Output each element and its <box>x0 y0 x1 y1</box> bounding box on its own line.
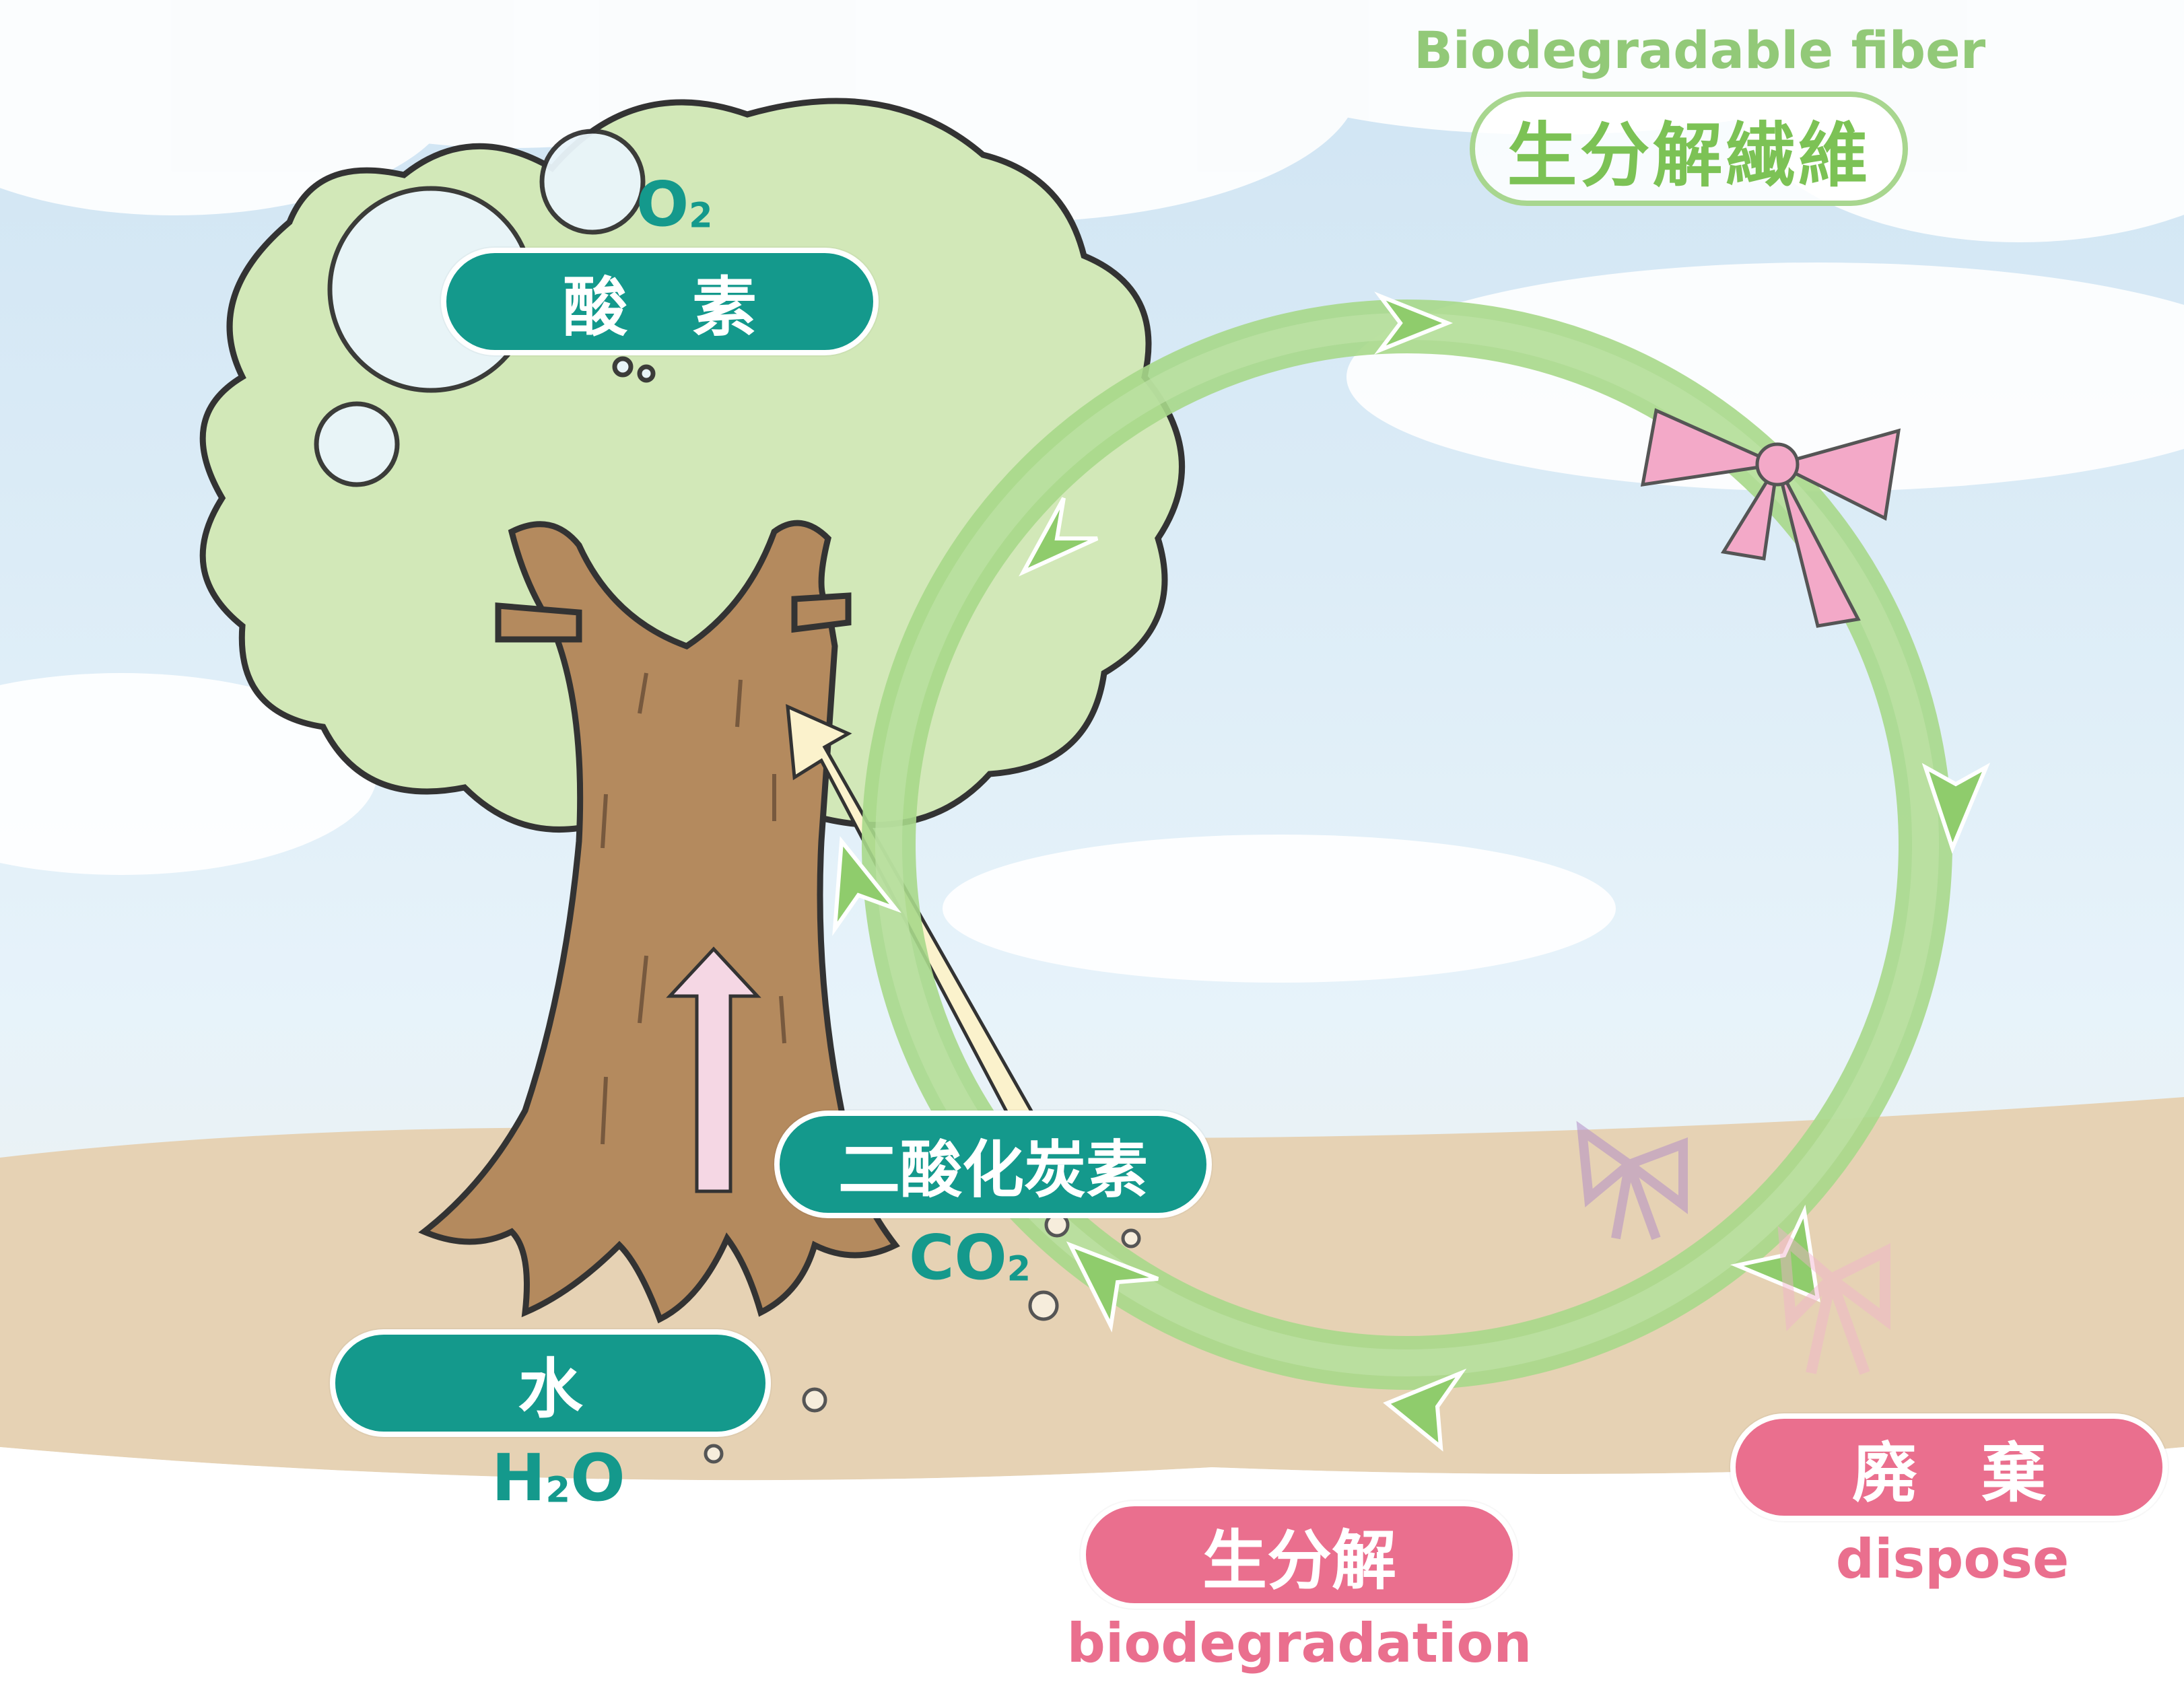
dispose-label: 廃 棄 <box>1730 1413 2168 1521</box>
co2-formula-sub: 2 <box>1006 1249 1031 1289</box>
water-uptake-arrow <box>666 946 761 1193</box>
co2-formula: CO2 <box>909 1222 1031 1294</box>
cycle-arrow-left-lower <box>832 836 902 936</box>
tree-trunk <box>418 520 900 1324</box>
clouds <box>0 0 2184 983</box>
cycle-arrow-right-lower <box>1730 1204 1820 1302</box>
biodegradation-english-label: biodegradation <box>1066 1612 1532 1675</box>
cycle-arrow-top <box>1374 291 1454 355</box>
oxygen-formula-sub: 2 <box>689 195 713 236</box>
bark-lines <box>601 672 786 1145</box>
oxygen-label: 酸 素 <box>441 248 879 355</box>
fading-ribbon-1 <box>1576 1121 1688 1240</box>
co2-label: 二酸化炭素 <box>774 1111 1212 1218</box>
fiber-english-label: Biodegradable fiber <box>1414 20 1986 80</box>
trunk-branches <box>495 592 852 643</box>
water-formula-sub: 2 <box>545 1469 571 1511</box>
oxygen-formula-main: O <box>636 168 689 240</box>
water-formula-o: O <box>570 1440 625 1516</box>
water-formula-h: H <box>491 1440 546 1516</box>
co2-formula-main: CO <box>909 1222 1007 1294</box>
cycle-arrow-left-upper <box>1019 497 1099 577</box>
cycle-arrow-bottom-left <box>1066 1241 1159 1333</box>
cycle-arrow-bottom <box>1383 1368 1467 1452</box>
particles <box>704 1212 1141 1464</box>
oxygen-formula: O2 <box>636 168 712 240</box>
fiber-japanese-label: 生分解繊維 <box>1470 92 1908 206</box>
water-formula: H2O <box>491 1440 625 1516</box>
cycle-direction-arrows <box>832 291 1991 1452</box>
water-label: 水 <box>330 1329 771 1437</box>
dispose-english-label: dispose <box>1835 1528 2070 1590</box>
biodegradation-label: 生分解 <box>1081 1501 1518 1609</box>
fading-ribbon-2 <box>1777 1226 1890 1375</box>
ribbon-bow <box>1640 408 1901 628</box>
cycle-arrow-right-upper <box>1921 763 1991 854</box>
